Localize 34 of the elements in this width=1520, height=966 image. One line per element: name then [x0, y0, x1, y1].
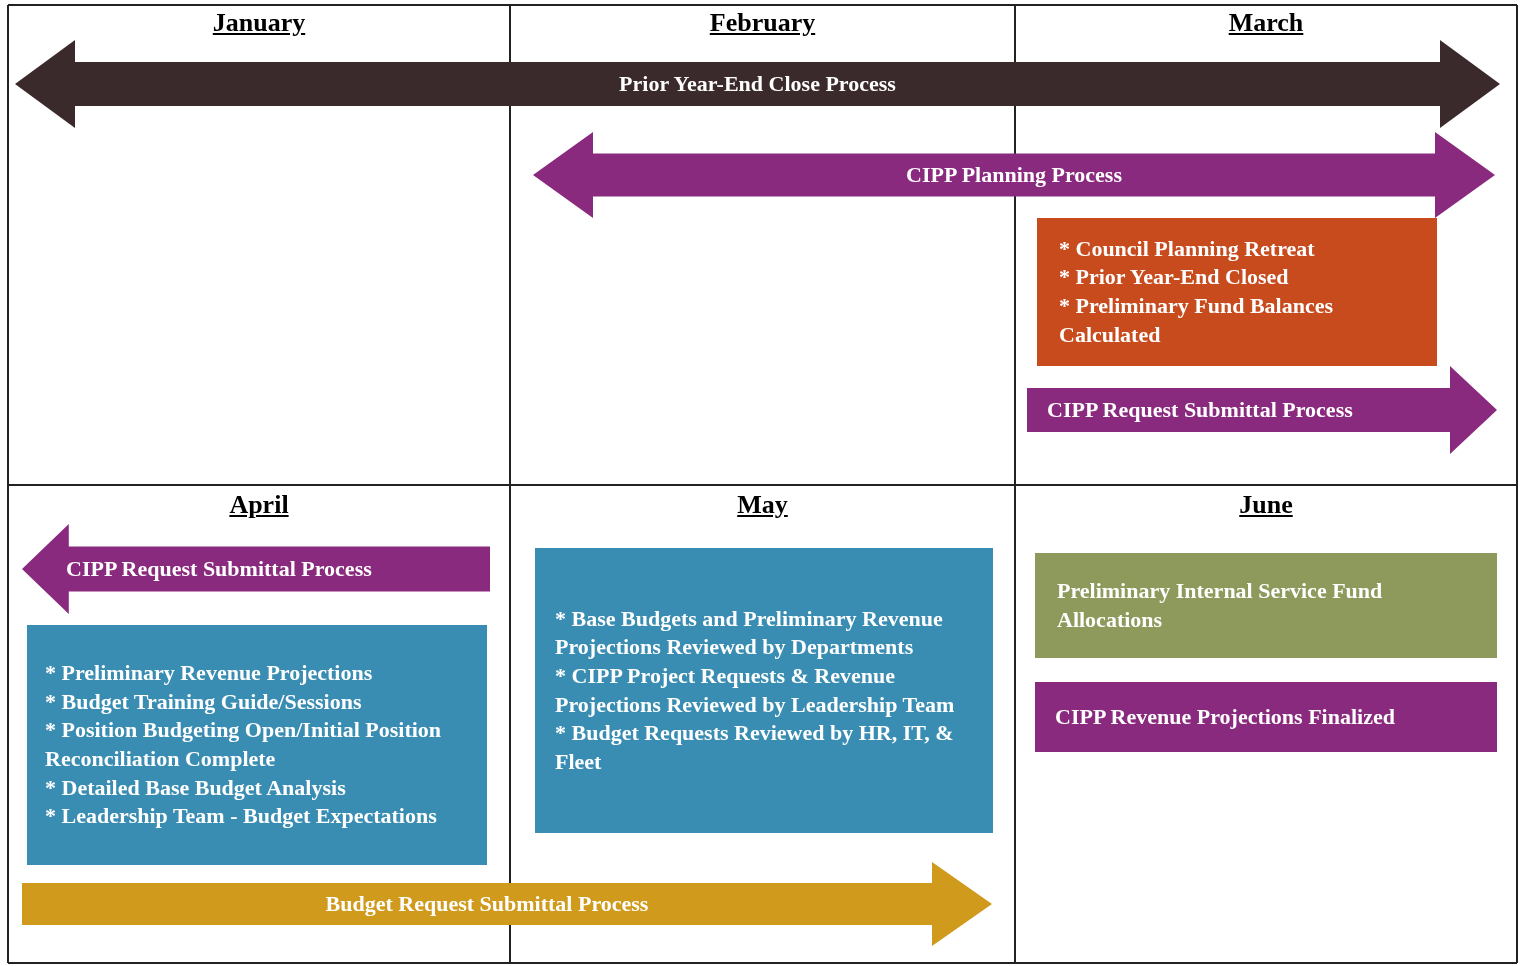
bullet-item: * CIPP Project Requests & Revenue Projections Reviewed by Leadership Team [555, 661, 956, 719]
process-box [27, 625, 487, 865]
process-box [535, 548, 993, 833]
month-heading: May [736, 490, 789, 520]
bullet-item: * Preliminary Revenue Projections [45, 659, 374, 688]
left-arrow-band [22, 524, 490, 614]
process-box [1035, 682, 1497, 752]
process-box [1037, 218, 1437, 366]
node-label: Budget Request Submittal Process [324, 889, 650, 918]
bullet-item: * Base Budgets and Preliminary Revenue Projections Reviewed by Departments [555, 604, 944, 662]
bullet-item: * Leadership Team - Budget Expectations [45, 802, 438, 831]
process-box [1035, 553, 1497, 658]
node-label: CIPP Revenue Projections Finalized [1055, 702, 1396, 731]
right-arrow-band [1027, 366, 1497, 454]
double-arrow-band [533, 132, 1495, 218]
bullet-item: * Preliminary Fund Balances Calculated [1059, 292, 1334, 349]
bullet-item: * Detailed Base Budget Analysis [45, 773, 347, 802]
bullet-item: * Council Planning Retreat [1059, 234, 1316, 263]
bullet-item: * Budget Requests Reviewed by HR, IT, & Fleet [555, 719, 955, 776]
bullet-item: * Position Budgeting Open/Initial Position Reconciliation Complete [45, 716, 443, 773]
month-heading: June [1238, 490, 1294, 520]
double-arrow-band [15, 40, 1500, 128]
month-heading: March [1227, 8, 1305, 38]
right-arrow-band [22, 862, 992, 946]
node-label: CIPP Request Submittal Process [66, 554, 373, 583]
node-label: CIPP Request Submittal Process [1047, 395, 1354, 424]
bullet-item: * Budget Training Guide/Sessions [45, 687, 363, 716]
month-heading: February [708, 8, 817, 38]
bullet-item: * Prior Year-End Closed [1059, 263, 1290, 292]
node-label: Preliminary Internal Service Fund Allocations [1057, 576, 1384, 634]
month-heading: April [228, 490, 290, 520]
node-label: CIPP Planning Process [905, 160, 1123, 189]
node-label: Prior Year-End Close Process [618, 69, 897, 98]
month-heading: January [211, 8, 307, 38]
